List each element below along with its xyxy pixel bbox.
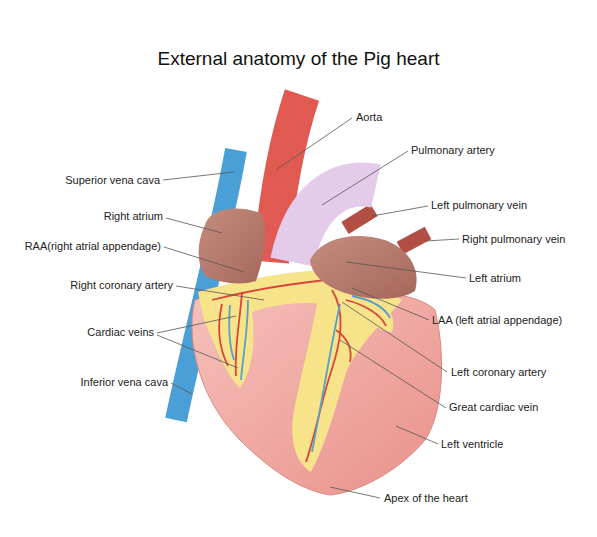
pulmonary-vein [400,233,428,248]
leader-lines [157,118,466,498]
part-label: Right atrium [104,210,163,223]
part-label: Pulmonary artery [411,144,495,157]
part-label: RAA(right atrial appendage) [25,240,161,253]
part-label: Right pulmonary vein [462,233,565,246]
cardiac-veins [229,296,390,452]
fat [292,286,402,472]
left-atrium [310,236,417,299]
part-label: Superior vena cava [65,174,160,187]
part-label: Left atrium [469,272,521,285]
part-label: Left coronary artery [451,366,546,379]
right-atrium [199,209,266,284]
coronary-arteries [212,280,386,462]
part-label: Right coronary artery [70,279,173,292]
part-label: Aorta [356,111,382,124]
part-label: Inferior vena cava [81,376,168,389]
part-label: Great cardiac vein [449,401,538,414]
part-label: Apex of the heart [384,492,468,505]
part-label: LAA (left atrial appendage) [432,314,562,327]
part-label: Left ventricle [441,438,503,451]
part-label: Left pulmonary vein [431,199,527,212]
title: External anatomy of the Pig heart [0,48,597,70]
part-label: Cardiac veins [87,326,154,339]
pulmonary-vein [345,210,374,228]
